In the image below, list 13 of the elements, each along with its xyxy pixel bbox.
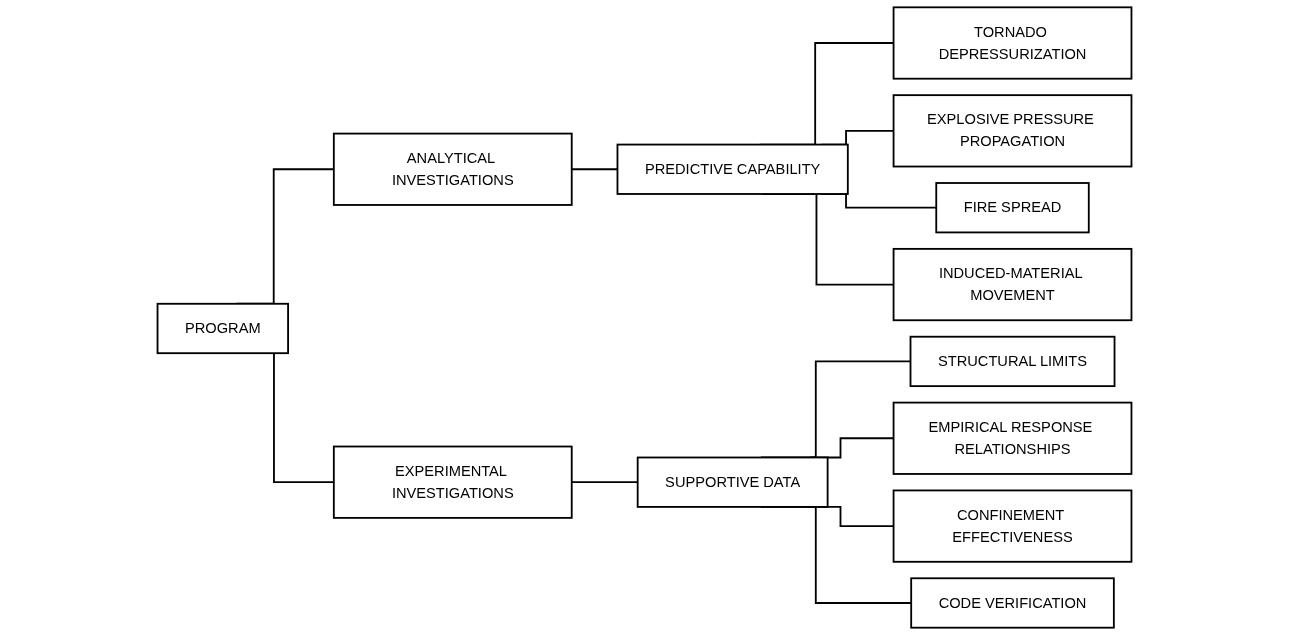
node-box: EMPIRICAL RESPONSE RELATIONSHIPS [892, 401, 1133, 475]
node-box: FIRE SPREAD [935, 182, 1090, 234]
node-box: TORNADO DEPRESSURIZATION [892, 6, 1133, 80]
node-box: EXPLOSIVE PRESSURE PROPAGATION [892, 94, 1133, 168]
node-box: EXPERIMENTAL INVESTIGATIONS [332, 445, 573, 519]
node-box: PREDICTIVE CAPABILITY [616, 143, 849, 195]
node-box: INDUCED-MATERIAL MOVEMENT [892, 247, 1133, 322]
node-box: ANALYTICAL INVESTIGATIONS [332, 132, 573, 206]
node-box: PROGRAM [156, 302, 289, 355]
node-box: STRUCTURAL LIMITS [909, 335, 1116, 388]
node-box: CONFINEMENT EFFECTIVENESS [892, 489, 1133, 563]
node-box: CODE VERIFICATION [910, 577, 1115, 629]
node-box: SUPPORTIVE DATA [636, 456, 829, 508]
